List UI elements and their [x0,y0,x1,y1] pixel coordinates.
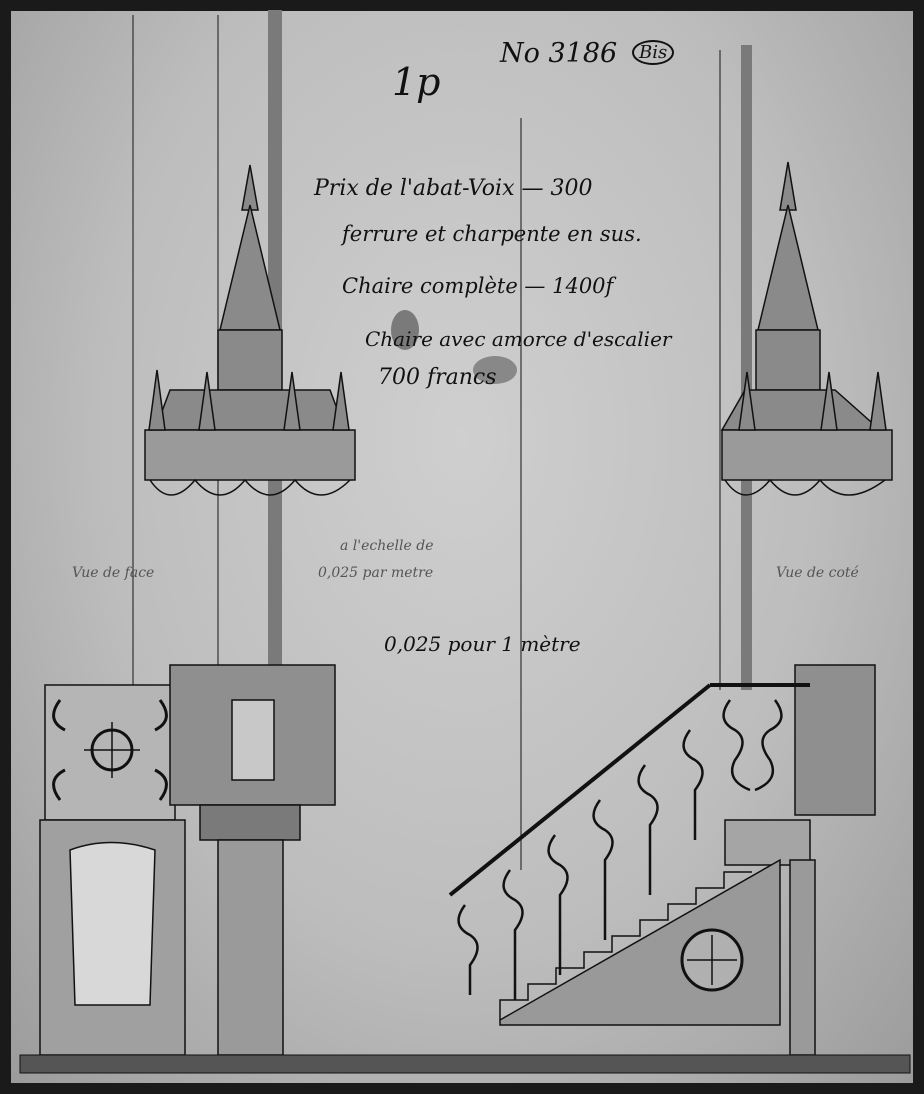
canopy-side [720,161,893,496]
note-line: ferrure et charpente en sus. [342,222,642,246]
label-front-view: Vue de face [72,565,155,581]
canopy-front [144,164,356,496]
scale-note: a l'echelle de [340,538,434,554]
construction-lines [132,15,721,870]
document-suffix: Bis [632,40,675,65]
ink-blot [391,310,419,350]
scale-note: 0,025 par metre [318,565,434,581]
column-wash-right [741,45,752,690]
pulpit-side [448,664,876,1056]
label-side-view: Vue de coté [776,565,859,581]
note-line: 700 francs [378,365,497,390]
stair-railing-ironwork [457,699,783,1000]
note-line: Chaire complète — 1400f [342,274,614,298]
document-number: No 3186 [500,38,618,69]
scale-note-main: 0,025 pour 1 mètre [384,632,581,656]
pulpit-front [39,664,336,1056]
note-line: Chaire avec amorce d'escalier [365,327,672,351]
ground-line [19,1054,911,1074]
sheet-mark: 1p [392,60,441,104]
ink-blot [473,356,517,384]
note-line: Prix de l'abat-Voix — 300 [314,176,593,201]
